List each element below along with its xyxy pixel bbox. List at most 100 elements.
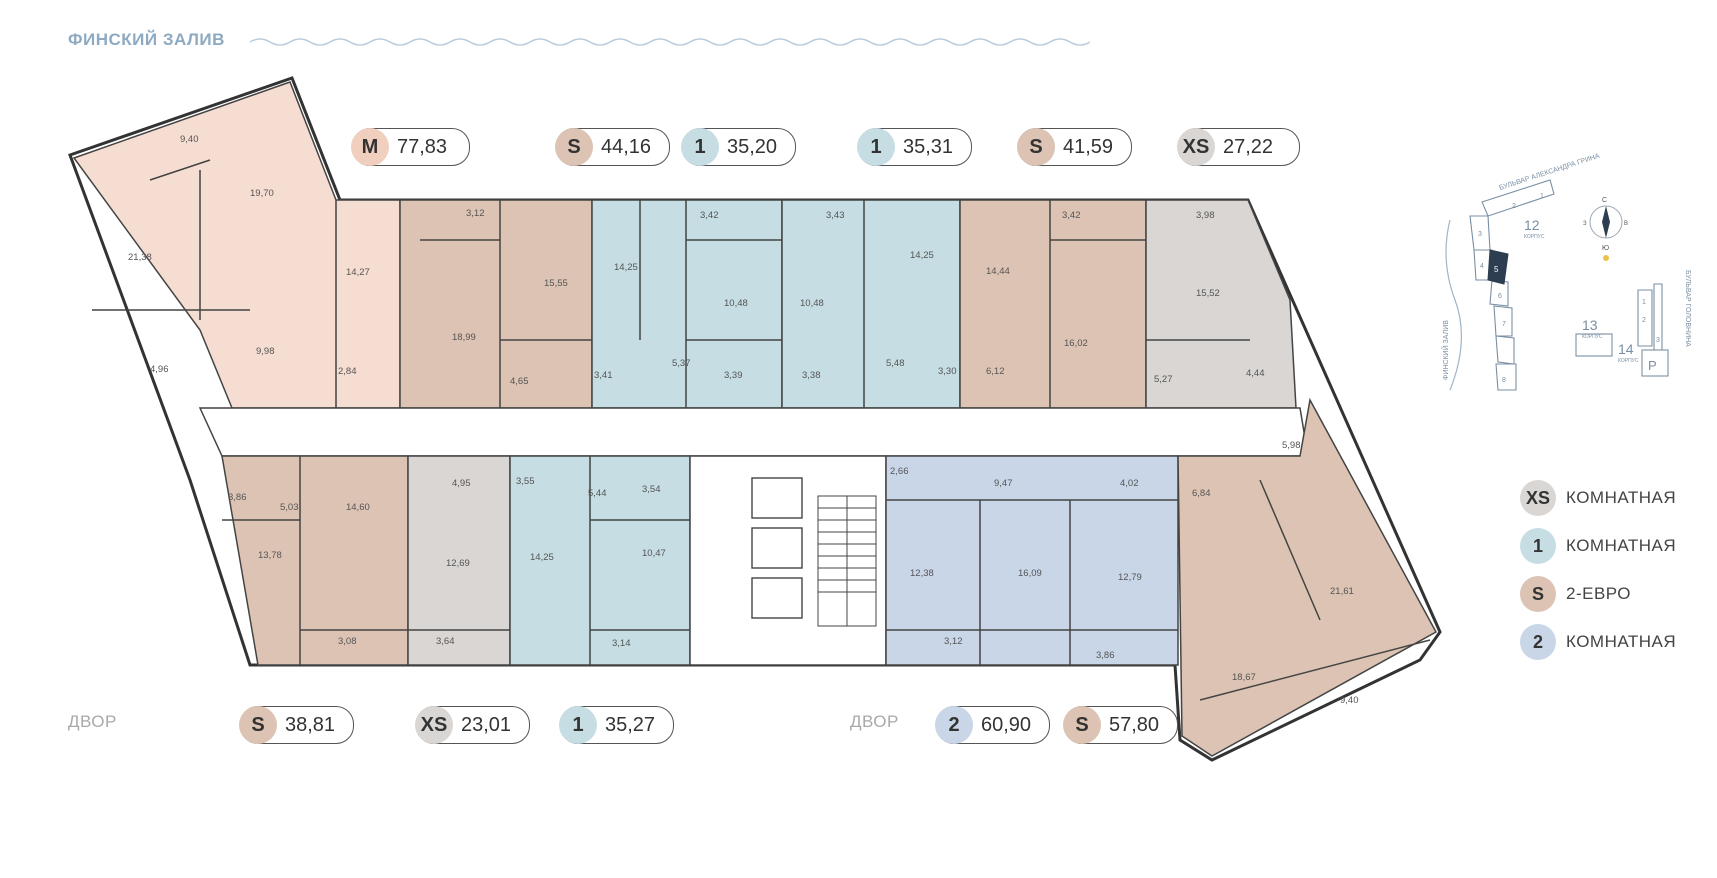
room-area: 5,37 (672, 358, 691, 369)
apt-area: 35,31 (903, 135, 954, 158)
street-side-label: ФИНСКИЙ ЗАЛИВ (1441, 320, 1450, 380)
apt-s-41-59[interactable] (959, 199, 1147, 409)
svg-text:З: З (1583, 221, 1587, 227)
korpus-12-number: 12 (1524, 217, 1540, 233)
gulf-line (1445, 219, 1462, 391)
partitions (92, 159, 1431, 701)
apt-area: 77,83 (397, 135, 448, 158)
room-area: 3,08 (338, 636, 357, 647)
staircase (817, 495, 877, 627)
room-area: 4,65 (510, 376, 529, 387)
svg-text:В: В (1624, 221, 1628, 227)
korpus-14-section-2: 2 (1642, 317, 1646, 324)
room-area: 21,38 (128, 252, 152, 263)
room-area: 14,25 (910, 250, 934, 261)
section-1: 1 (1540, 193, 1544, 200)
section-8: 8 (1502, 377, 1506, 384)
room-area: 16,09 (1018, 568, 1042, 579)
apt-pill-xs-bottom[interactable]: XS 23,01 (415, 706, 530, 744)
apt-type-badge: M (351, 128, 389, 166)
apt-pill-1b[interactable]: 1 35,31 (857, 128, 972, 166)
legend-label: КОМНАТНАЯ (1566, 632, 1677, 651)
room-area: 10,48 (800, 298, 824, 309)
svg-text:С: С (1602, 197, 1607, 204)
legend-label: КОМНАТНАЯ (1566, 536, 1677, 555)
korpus-14-section-3: 3 (1656, 337, 1660, 344)
legend-xs[interactable]: XS КОМНАТНАЯ (1520, 480, 1676, 516)
apt-area: 35,27 (605, 713, 656, 736)
room-area: 3,55 (516, 476, 535, 487)
room-area: 10,47 (642, 548, 666, 559)
korpus-14-number: 14 (1618, 341, 1634, 357)
room-areas: 9,40 19,70 21,38 14,27 9,98 4,96 2,84 3,… (128, 134, 1359, 706)
apt-type-badge: S (1063, 706, 1101, 744)
room-area: 14,44 (986, 266, 1010, 277)
room-area: 5,48 (886, 358, 905, 369)
apt-area: 35,20 (727, 135, 778, 158)
room-area: 5,03 (280, 502, 299, 513)
apt-1-35-20[interactable] (591, 199, 783, 409)
section-2: 2 (1512, 203, 1516, 210)
room-area: 4,44 (1246, 368, 1265, 379)
stair-core (689, 455, 887, 666)
apt-xs-27-22[interactable] (1145, 199, 1297, 409)
room-area: 4,02 (1120, 478, 1139, 489)
room-area: 18,67 (1232, 672, 1256, 683)
room-area: 3,12 (944, 636, 963, 647)
apt-s-57-80[interactable] (1177, 397, 1438, 757)
apt-area: 27,22 (1223, 135, 1274, 158)
room-area: 3,39 (724, 370, 743, 381)
apt-area: 44,16 (601, 135, 652, 158)
apt-type-badge: 2 (935, 706, 973, 744)
apt-type-badge: 1 (559, 706, 597, 744)
room-area: 6,12 (986, 366, 1005, 377)
section-3: 3 (1478, 231, 1482, 238)
legend-badge: S (1520, 576, 1556, 612)
room-area: 3,38 (802, 370, 821, 381)
legend-2[interactable]: 2 КОМНАТНАЯ (1520, 624, 1676, 660)
apt-pill-m[interactable]: M 77,83 (351, 128, 470, 166)
section-7: 7 (1502, 321, 1506, 328)
apt-pill-xs[interactable]: XS 27,22 (1177, 128, 1300, 166)
section-6: 6 (1498, 293, 1502, 300)
room-area: 9,98 (256, 346, 275, 357)
legend-label: 2-ЕВРО (1566, 584, 1631, 603)
legend-badge: XS (1520, 480, 1556, 516)
room-area: 12,79 (1118, 572, 1142, 583)
room-area: 16,02 (1064, 338, 1088, 349)
apt-type-badge: 1 (681, 128, 719, 166)
section-5: 5 (1494, 265, 1499, 274)
apt-s-44-16[interactable] (399, 199, 593, 409)
current-section (1487, 249, 1509, 285)
legend-s[interactable]: S 2-ЕВРО (1520, 576, 1631, 612)
room-area: 19,70 (250, 188, 274, 199)
apt-pill-2-bottom[interactable]: 2 60,90 (935, 706, 1050, 744)
room-area: 9,40 (1340, 695, 1359, 706)
room-area: 14,27 (346, 267, 370, 278)
legend-label: КОМНАТНАЯ (1566, 488, 1677, 507)
compass-icon: С Ю З В (1583, 197, 1628, 261)
apt-1-35-31[interactable] (781, 199, 961, 409)
room-area: 4,95 (452, 478, 471, 489)
room-area: 5,98 (1282, 440, 1301, 451)
room-area: 10,48 (724, 298, 748, 309)
korpus-14-section-1: 1 (1642, 299, 1646, 306)
apt-pill-s2[interactable]: S 41,59 (1017, 128, 1132, 166)
legend-1[interactable]: 1 КОМНАТНАЯ (1520, 528, 1676, 564)
apt-pill-1[interactable]: 1 35,20 (681, 128, 796, 166)
apt-area: 60,90 (981, 713, 1032, 736)
room-area: 3,54 (642, 484, 661, 495)
room-area: 13,78 (258, 550, 282, 561)
room-area: 21,61 (1330, 586, 1354, 597)
apt-pill-1-bottom[interactable]: 1 35,27 (559, 706, 674, 744)
apt-type-badge: S (555, 128, 593, 166)
apt-pill-s-bottom-2[interactable]: S 57,80 (1063, 706, 1178, 744)
apt-pill-s[interactable]: S 44,16 (555, 128, 670, 166)
room-area: 15,55 (544, 278, 568, 289)
legend-badge: 1 (1520, 528, 1556, 564)
legend-badge: 2 (1520, 624, 1556, 660)
room-area: 6,84 (1192, 488, 1211, 499)
apt-pill-s-bottom[interactable]: S 38,81 (239, 706, 354, 744)
apt-area: 41,59 (1063, 135, 1114, 158)
